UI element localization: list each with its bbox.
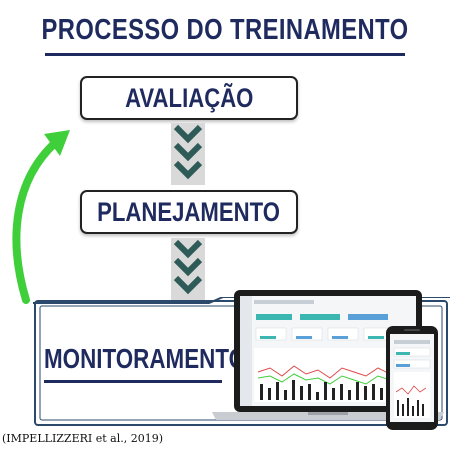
citation: (IMPELLIZZERI et al., 2019) xyxy=(2,432,164,445)
stage-evaluation-box: AVALIAÇÃO xyxy=(80,76,298,120)
page-title: PROCESSO DO TREINAMENTO xyxy=(41,14,409,46)
stage-evaluation-label: AVALIAÇÃO xyxy=(124,82,254,113)
title-underline xyxy=(45,53,405,56)
stage-planning-box: PLANEJAMENTO xyxy=(80,190,298,234)
monitoring-underline xyxy=(44,380,222,383)
chevron-down-icon xyxy=(171,238,205,300)
stage-monitoring-label: MONITORAMENTO xyxy=(44,343,247,374)
chevron-down-icon xyxy=(171,123,205,185)
curved-arrow-icon xyxy=(12,130,70,304)
stage-planning-label: PLANEJAMENTO xyxy=(97,196,281,227)
laptop-phone-icon xyxy=(212,290,444,430)
